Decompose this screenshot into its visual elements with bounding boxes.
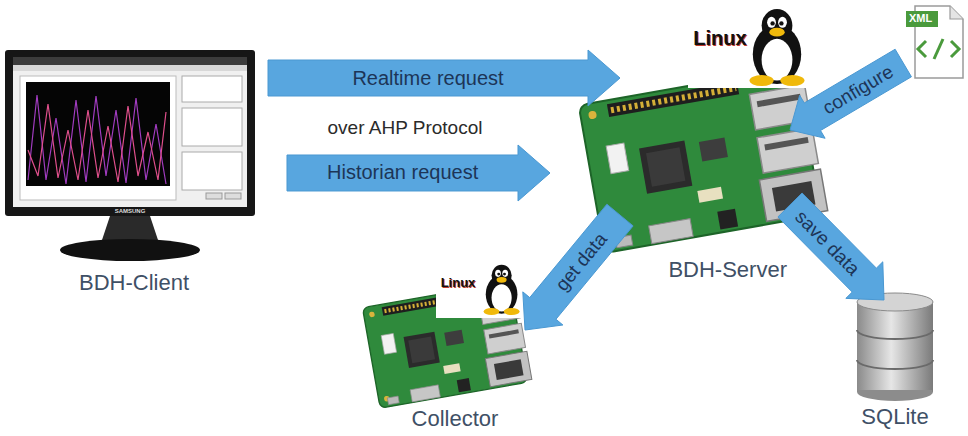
- os-logo-text: Linux: [693, 27, 746, 50]
- protocol-note: over AHP Protocol: [328, 117, 483, 139]
- block-arrow: [287, 145, 550, 201]
- tux-penguin: [484, 265, 520, 315]
- node-caption: SQLite: [861, 404, 928, 429]
- side-button: [206, 193, 222, 199]
- device-node: BDH-Server: [620, 55, 790, 285]
- database-node: SQLite: [840, 300, 950, 432]
- node-caption: Collector: [412, 406, 499, 431]
- window-titlebar: [13, 57, 247, 65]
- side-button: [225, 193, 241, 199]
- arrow-label: save data: [790, 206, 863, 280]
- window-tabs: [13, 65, 247, 71]
- chart-plot: [26, 82, 170, 186]
- block-arrow: [523, 204, 633, 330]
- xml-file-icon: [906, 6, 963, 78]
- monitor-base: [60, 239, 200, 261]
- linux-logo-ground: [688, 8, 812, 88]
- side-panel: [182, 152, 242, 190]
- file-icon-node: XML: [905, 5, 963, 80]
- node-caption: BDH-Server: [668, 257, 787, 282]
- arrow-label: get data: [551, 228, 612, 295]
- device-node: Collector: [385, 300, 525, 434]
- brand-label: SAMSUNG: [115, 208, 146, 215]
- os-logo-text: Linux: [441, 276, 476, 291]
- monitor-illustration: [5, 50, 255, 261]
- tux-penguin: [750, 9, 805, 86]
- monitor-bezel: [5, 50, 255, 216]
- node-caption: XML: [909, 12, 932, 25]
- arrow-label: Realtime request: [352, 67, 503, 90]
- block-arrow: [790, 49, 911, 138]
- plot-line: [28, 104, 166, 182]
- arrow-label: configure: [819, 61, 897, 120]
- monitor-neck: [102, 216, 158, 240]
- side-panel: [182, 108, 242, 146]
- chart-panel: [20, 76, 176, 200]
- block-arrow: [268, 50, 620, 106]
- linux-logo-ground: [436, 263, 526, 318]
- device-node: BDH-Client: [5, 48, 263, 298]
- block-arrow: [778, 193, 884, 300]
- arrow-label: Historian request: [327, 161, 478, 184]
- plot-line: [28, 95, 166, 184]
- side-panel: [182, 76, 242, 102]
- database-cylinder: [857, 293, 933, 401]
- node-caption: BDH-Client: [79, 270, 189, 295]
- monitor-screen: [13, 57, 247, 207]
